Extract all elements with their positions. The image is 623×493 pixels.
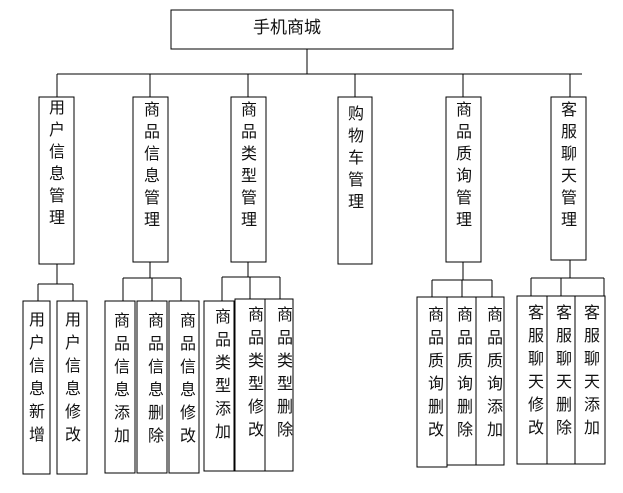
module-box-4 <box>445 96 482 263</box>
function-label: 商品信息删除 <box>148 311 164 445</box>
function-label: 用户信息修改 <box>65 310 81 444</box>
module-label-0: 用户信息管理 <box>49 98 65 227</box>
function-box <box>56 300 88 475</box>
function-box <box>546 295 576 465</box>
function-box <box>234 298 266 472</box>
function-label: 商品信息添加 <box>114 311 130 445</box>
function-label: 商品质询添加 <box>487 305 503 439</box>
function-box <box>446 296 478 466</box>
module-box-0 <box>38 96 75 265</box>
module-label-4: 商品质询管理 <box>456 100 472 229</box>
root-box <box>170 9 454 50</box>
function-label: 商品类型添加 <box>215 307 231 441</box>
root-label: 手机商城 <box>253 18 321 38</box>
function-box <box>22 300 51 475</box>
function-nodes: 用户信息新增 用户信息修改 商品信息添加 商品信息删除 商品信息修改 商品类型添… <box>22 295 606 475</box>
function-label: 客服聊天修改 <box>528 303 544 437</box>
function-box <box>168 300 200 474</box>
function-box <box>574 295 606 465</box>
module-box-3 <box>337 96 373 265</box>
function-box <box>104 300 136 474</box>
module-box-2 <box>230 96 267 263</box>
module-box-1 <box>132 96 169 263</box>
function-box <box>264 298 294 472</box>
function-label: 商品质询删除 <box>457 305 473 439</box>
module-label-3: 购物车管理 <box>348 104 364 211</box>
function-label: 商品信息修改 <box>180 311 196 445</box>
function-label: 用户信息新增 <box>29 310 45 444</box>
function-box <box>475 296 505 466</box>
connector-lines <box>37 49 605 301</box>
function-label: 客服聊天删除 <box>556 303 572 437</box>
module-label-2: 商品类型管理 <box>241 100 257 229</box>
function-box <box>416 296 448 468</box>
module-label-1: 商品信息管理 <box>144 100 160 229</box>
function-box <box>136 300 168 474</box>
module-box-5 <box>550 96 587 261</box>
function-label: 商品质询删改 <box>428 305 444 439</box>
module-nodes: 用户信息管理 商品信息管理 商品类型管理 购物车管理 商品质询管理 客服聊天管理 <box>38 96 587 265</box>
root-node: 手机商城 <box>170 9 454 50</box>
function-label: 商品类型修改 <box>248 305 264 439</box>
function-label: 客服聊天添加 <box>584 303 600 437</box>
function-label: 商品类型删除 <box>277 305 293 439</box>
module-label-5: 客服聊天管理 <box>561 100 577 229</box>
function-box <box>203 300 235 472</box>
